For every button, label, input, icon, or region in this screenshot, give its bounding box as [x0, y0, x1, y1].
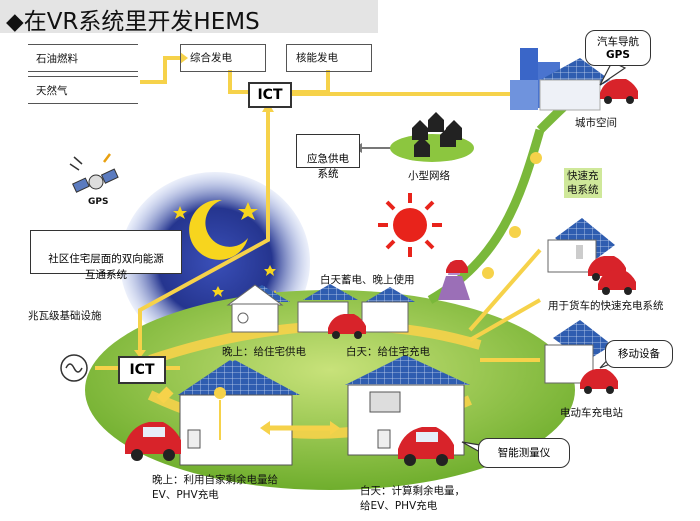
combined-power-label: 综合发电 [190, 52, 232, 64]
day-caption: 白天：计算剩余电量， 给EV、PHV充电 [360, 485, 465, 512]
page-title: ◆在VR系统里开发HEMS [6, 9, 260, 35]
car-city [600, 79, 638, 104]
ev-station-label: 电动车充电站 [560, 407, 623, 419]
nuclear-power-label: 核能发电 [296, 52, 338, 64]
car-nav-callout: 汽车导航 GPS [585, 30, 651, 66]
car-day [398, 427, 454, 466]
car-small-house [328, 314, 366, 339]
satellite-gps-label: GPS [88, 197, 109, 207]
small-house-3 [361, 287, 415, 333]
mobile-device-callout: 移动设备 [605, 340, 673, 368]
satellite-icon [69, 153, 119, 193]
emergency-supply-label: 应急供电 系统 [307, 153, 349, 180]
car-night [125, 422, 181, 461]
community-system-box: 社区住宅层面的双向能源 互通系统 [30, 230, 182, 281]
source-bracket-nuclear [286, 44, 372, 72]
truck-charge-house [547, 218, 615, 273]
car-nav-label: 汽车导航 [597, 36, 639, 48]
source-bracket-fossil [28, 44, 138, 72]
smart-meter-label: 智能测量仪 [497, 447, 551, 459]
city-buildings [510, 48, 610, 111]
night-supply-house-label: 晚上：给住宅供电 [222, 346, 306, 358]
source-bracket-gas [28, 76, 138, 104]
day-store-night-use-label: 白天蓄电、晚上使用 [320, 274, 415, 286]
sun-icon [378, 193, 442, 257]
emergency-supply-box: 应急供电 系统 [296, 134, 360, 180]
outlet-icon [60, 354, 88, 382]
gps-label: GPS [606, 49, 630, 61]
mini-grid-houses [412, 112, 462, 157]
smart-meter-callout: 智能测量仪 [478, 438, 570, 468]
car-truck-charge-2 [598, 270, 636, 295]
mini-grid-label: 小型网络 [408, 170, 450, 182]
community-system-label: 社区住宅层面的双向能源 互通系统 [48, 253, 164, 281]
ict-top-box: ICT [248, 82, 292, 108]
source-bracket-combined [180, 44, 266, 72]
moon-icon [189, 199, 248, 260]
truck-fast-charge-label: 用于货车的快速充电系统 [548, 300, 664, 312]
mobile-device-label: 移动设备 [618, 348, 660, 360]
ict-bottom-box: ICT [118, 356, 166, 384]
city-space-label: 城市空间 [575, 117, 617, 129]
mega-infra-label: 兆瓦级基础设施 [28, 310, 102, 322]
ev-station-house [544, 320, 612, 384]
fossil-fuel-label: 石油燃料 [36, 53, 78, 65]
fast-charge-label: 快速充 电系统 [564, 168, 602, 198]
car-ev-station [580, 369, 618, 394]
car-road [446, 260, 468, 273]
small-house-1 [226, 284, 290, 333]
day-charge-house-label: 白天：给住宅充电 [346, 346, 430, 358]
title-bar: ◆在VR系统里开发HEMS [0, 0, 378, 35]
night-caption: 晚上：利用自家剩余电量给 EV、PHV充电 [152, 474, 278, 501]
natural-gas-label: 天然气 [36, 85, 68, 97]
